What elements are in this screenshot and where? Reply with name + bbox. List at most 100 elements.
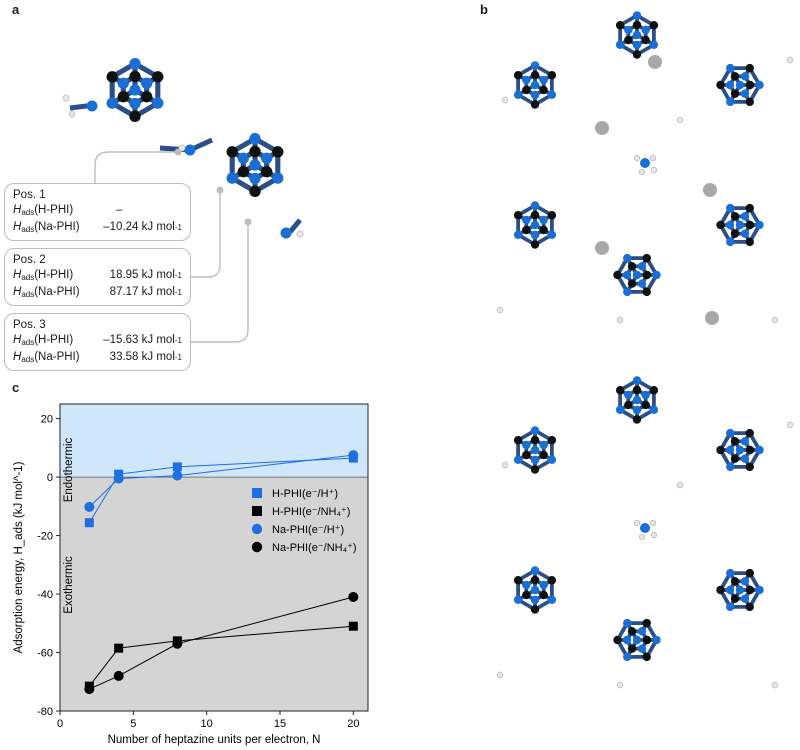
atom-n <box>547 90 557 99</box>
atom-n <box>652 270 661 280</box>
pos1-sym2: H <box>13 221 22 233</box>
atom-h <box>296 230 304 238</box>
atom-n <box>249 172 261 185</box>
atom-n <box>755 445 764 455</box>
atom-n <box>726 97 735 107</box>
atom-n <box>649 405 659 414</box>
atom-c <box>745 585 755 595</box>
y-tick-label: -40 <box>37 589 53 601</box>
atom-n <box>513 230 523 239</box>
atom-n <box>129 97 141 110</box>
atom-n-terminal <box>280 227 292 239</box>
atom-c <box>627 644 637 653</box>
data-point-square <box>348 621 358 631</box>
atom-c <box>642 652 651 662</box>
atom-n <box>530 90 540 100</box>
data-point-circle <box>348 591 359 602</box>
atom-n <box>249 133 261 145</box>
atom-n <box>547 595 557 604</box>
atom-c <box>745 80 755 90</box>
legend-label: H-PHI(e⁻/H⁺) <box>272 488 338 500</box>
atom-n <box>725 80 735 90</box>
atom-n <box>624 390 633 400</box>
atom-n <box>632 395 642 405</box>
atom-c <box>615 21 625 30</box>
connector-pos3 <box>191 222 249 343</box>
atom-c <box>642 287 651 297</box>
atom-n <box>740 72 750 81</box>
atom-n <box>624 25 633 35</box>
atom-c <box>745 237 754 247</box>
connector-dot <box>244 218 252 226</box>
atom-n <box>539 75 548 85</box>
legend-label: Na-PHI(e⁻/H⁺) <box>272 524 344 536</box>
panel-label-c: c <box>12 380 20 395</box>
atom-c <box>632 415 642 424</box>
ammonium-n <box>640 523 650 533</box>
atom-n <box>735 80 745 90</box>
framework-b <box>496 11 794 689</box>
atom-c <box>522 450 531 460</box>
atom-n <box>530 80 540 90</box>
atom-n <box>740 577 750 586</box>
atom-n <box>632 270 642 280</box>
series-line-0 <box>88 457 354 523</box>
connector-pos2 <box>191 190 221 278</box>
atom-n <box>513 595 523 604</box>
atom-n <box>522 580 531 590</box>
atom-n <box>141 77 153 89</box>
ammonium-h <box>638 168 646 176</box>
atom-c <box>642 618 651 628</box>
data-point-square <box>172 462 182 472</box>
atom-h <box>62 94 70 102</box>
pos2-sub2: ads <box>21 290 35 299</box>
atom-c <box>547 211 557 220</box>
ammonium-h <box>650 166 658 174</box>
atom-n <box>513 90 523 99</box>
exothermic-region <box>60 477 368 711</box>
atom-n <box>637 644 647 653</box>
data-point-circle <box>172 470 183 481</box>
atom-n <box>530 455 540 465</box>
atom-c <box>141 91 153 103</box>
atom-h <box>771 681 779 689</box>
atom-c <box>129 110 141 122</box>
atom-c <box>745 203 754 213</box>
atom-c <box>730 229 740 238</box>
atom-c <box>745 63 754 73</box>
atom-c <box>513 576 523 585</box>
atom-c <box>613 270 622 280</box>
atom-c <box>627 627 637 636</box>
atom-h <box>771 316 779 324</box>
atom-c <box>730 454 740 463</box>
atom-n <box>622 270 632 280</box>
atom-n <box>637 279 647 288</box>
atom-c <box>547 436 557 445</box>
ammonium-h <box>649 154 657 162</box>
atom-n <box>755 220 764 230</box>
pos1-sym: H <box>13 204 22 216</box>
atom-n <box>649 40 659 49</box>
data-point-circle <box>113 670 124 681</box>
atom-n <box>249 159 261 171</box>
pos3-unit2: -1 <box>174 353 182 362</box>
atom-c <box>539 450 548 460</box>
pos3-title: Pos. 3 <box>13 319 46 331</box>
atom-n <box>726 462 735 472</box>
atom-c <box>513 211 523 220</box>
atom-h <box>501 96 509 104</box>
atom-n <box>106 97 118 109</box>
atom-n <box>623 652 632 662</box>
ammonium-h <box>633 519 641 527</box>
atom-n <box>530 201 540 210</box>
atom-c <box>642 253 651 263</box>
atom-n <box>615 405 625 414</box>
atom-h <box>501 461 509 469</box>
atom-c <box>237 166 249 178</box>
data-point-circle <box>172 638 183 649</box>
pos2-title: Pos. 2 <box>13 254 46 266</box>
atom-n <box>129 84 141 96</box>
atom-n <box>530 426 540 435</box>
atom-c <box>522 590 531 600</box>
